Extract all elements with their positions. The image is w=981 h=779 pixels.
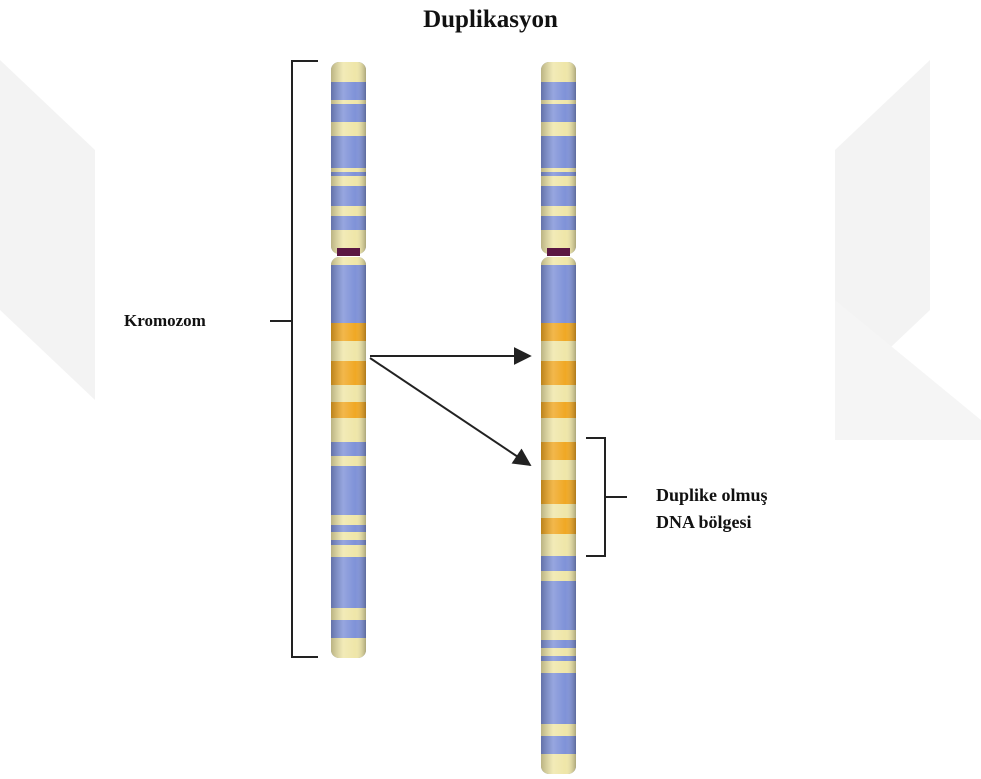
duplicated-upper-arm bbox=[541, 62, 576, 254]
chromosome-bracket bbox=[270, 61, 318, 657]
diagram-title: Duplikasyon bbox=[0, 6, 981, 34]
arrow-to-duplicated-region bbox=[370, 358, 530, 465]
duplicated-lower-arm bbox=[541, 257, 576, 774]
chromosome-label: Kromozom bbox=[124, 311, 206, 331]
duplicated-region-bracket bbox=[586, 438, 627, 556]
watermark bbox=[0, 60, 981, 440]
duplicated-region-label: Duplike olmuş DNA bölgesi bbox=[656, 482, 768, 536]
duplicated-centromere bbox=[547, 248, 570, 256]
original-chromosome bbox=[331, 62, 366, 658]
original-lower-arm bbox=[331, 257, 366, 658]
duplicated-chromosome bbox=[541, 62, 576, 774]
original-upper-arm bbox=[331, 62, 366, 254]
duplicated-region-label-line2: DNA bölgesi bbox=[656, 509, 768, 536]
duplicated-region-label-line1: Duplike olmuş bbox=[656, 482, 768, 509]
original-centromere bbox=[337, 248, 360, 256]
